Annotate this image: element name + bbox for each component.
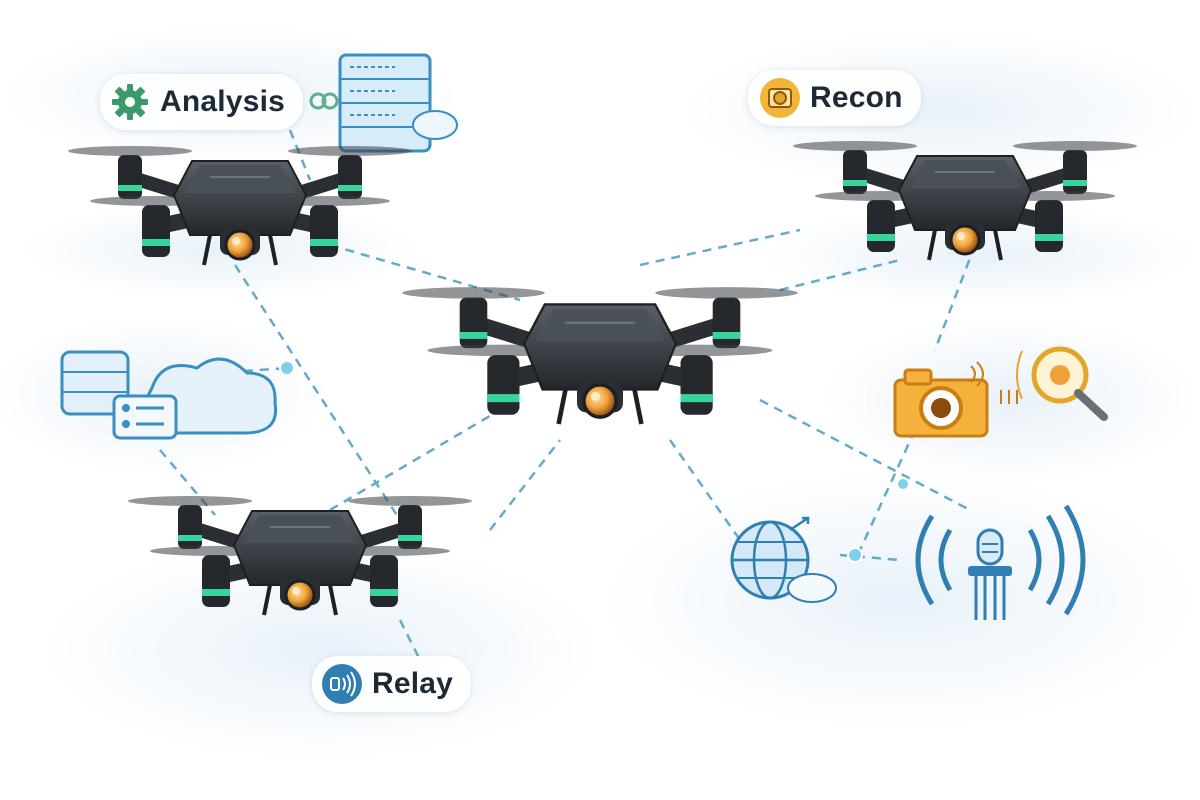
recon-label-text: Recon xyxy=(810,81,903,114)
analysis-label: Analysis xyxy=(100,74,303,130)
relay-label: Relay xyxy=(312,656,472,712)
hub-dot xyxy=(279,360,295,376)
link-globe-tower xyxy=(839,553,901,562)
gear-icon xyxy=(110,82,150,122)
link-recon-camera xyxy=(933,244,977,351)
analysis-label-text: Analysis xyxy=(160,85,285,118)
link-camera-globe xyxy=(858,429,917,551)
drone-central xyxy=(402,287,798,424)
radio-tower-icon xyxy=(915,504,1086,620)
link-relay-center xyxy=(329,408,501,512)
link-recon-center xyxy=(639,228,801,267)
network-nodes xyxy=(279,360,910,563)
server-rack-icon xyxy=(309,53,458,153)
camera-icon xyxy=(893,361,1018,438)
hub-dot xyxy=(896,477,910,491)
link-analysis-relay xyxy=(233,264,402,521)
link-center-recon xyxy=(779,258,901,292)
relay-label-text: Relay xyxy=(372,667,454,700)
database-cloud-icon xyxy=(60,350,278,440)
magnifier-icon xyxy=(1016,346,1108,421)
link-analysis-server xyxy=(288,129,312,181)
link-relay-label xyxy=(398,619,422,661)
recon-label: Recon xyxy=(748,70,921,126)
link-relay-center-2 xyxy=(489,439,561,531)
hub-dot xyxy=(847,547,863,563)
link-center-tower xyxy=(759,398,971,512)
globe-icon xyxy=(730,516,837,603)
target-icon xyxy=(760,78,800,118)
signal-icon xyxy=(322,664,362,704)
link-center-globe xyxy=(668,439,742,541)
